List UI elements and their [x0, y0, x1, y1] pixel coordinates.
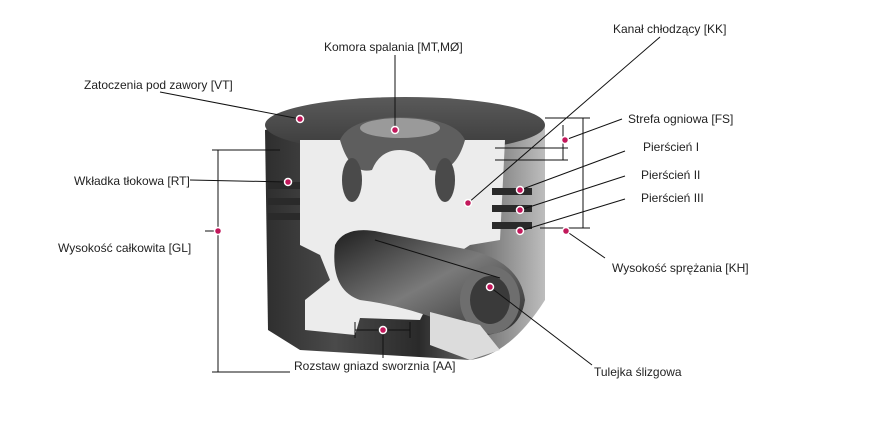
marker-valve-pockets: [297, 116, 304, 123]
ring-groove-right-1: [492, 188, 532, 195]
cooling-channel-left: [342, 158, 362, 202]
marker-ring-insert: [285, 179, 292, 186]
leader-compression-height: [566, 231, 605, 258]
marker-pin-spacing: [380, 327, 387, 334]
label-ring-insert: Wkładka tłokowa [RT]: [74, 174, 190, 188]
marker-cooling-channel: [465, 200, 472, 207]
marker-fire-zone: [562, 137, 569, 144]
label-valve-pockets: Zatoczenia pod zawory [VT]: [84, 78, 233, 92]
label-bushing: Tulejka ślizgowa: [594, 365, 682, 379]
ring-groove-right-3: [492, 222, 532, 229]
label-total-height: Wysokość całkowita [GL]: [58, 241, 191, 255]
label-compression-height: Wysokość sprężania [KH]: [612, 261, 749, 275]
marker-total-height: [215, 228, 222, 235]
marker-ring-3: [517, 228, 524, 235]
marker-ring-1: [517, 187, 524, 194]
leader-valve-pockets: [160, 92, 300, 119]
ring-groove-left-2: [268, 198, 300, 205]
leader-fire-zone: [565, 119, 622, 140]
marker-combustion-chamber: [392, 127, 399, 134]
label-ring-2: Pierścień II: [641, 168, 700, 182]
marker-compression-height: [563, 228, 570, 235]
marker-bushing: [487, 284, 494, 291]
label-fire-zone: Strefa ogniowa [FS]: [628, 112, 733, 126]
ring-groove-left-3: [268, 213, 300, 220]
label-ring-3: Pierścień III: [641, 191, 704, 205]
piston-body: [265, 97, 545, 360]
label-combustion-chamber: Komora spalania [MT,MØ]: [324, 40, 463, 54]
label-cooling-channel: Kanał chłodzący [KK]: [613, 22, 726, 36]
label-pin-spacing: Rozstaw gniazd sworznia [AA]: [294, 359, 455, 373]
cooling-channel-right: [435, 158, 455, 202]
label-ring-1: Pierścień I: [643, 140, 699, 154]
marker-ring-2: [517, 207, 524, 214]
